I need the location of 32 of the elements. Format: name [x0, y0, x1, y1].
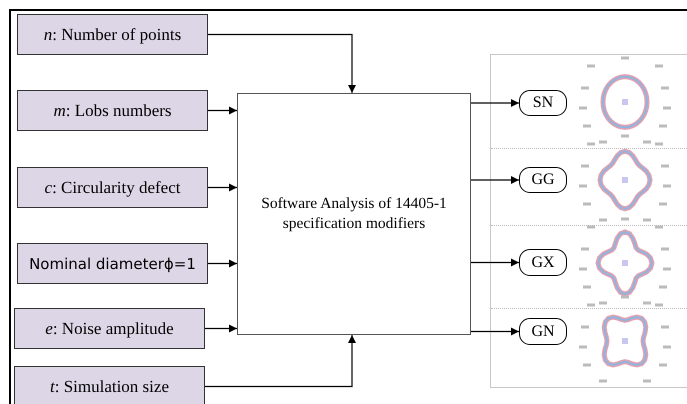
node-label: SN	[532, 94, 554, 112]
arrow	[471, 99, 519, 107]
arrow	[471, 176, 519, 184]
node-label: GX	[531, 254, 555, 272]
input-box	[14, 308, 205, 349]
input-box	[17, 167, 208, 208]
arrow	[471, 328, 519, 336]
arrow	[208, 106, 237, 114]
input-box	[14, 366, 205, 404]
node-label: m: Lobs numbers	[53, 100, 172, 120]
output-terminal	[519, 90, 567, 116]
process-box	[237, 93, 471, 335]
arrow	[208, 34, 356, 93]
output-terminal	[519, 167, 567, 193]
arrow	[208, 184, 237, 192]
arrow	[205, 335, 356, 388]
input-box	[17, 90, 208, 131]
arrow	[205, 324, 237, 332]
node-label: t: Simulation size	[50, 376, 169, 396]
arrow	[471, 258, 519, 266]
node-label: GG	[531, 171, 555, 189]
node-label: c: Circularity defect	[44, 178, 180, 198]
node-label: e: Noise amplitude	[45, 318, 174, 338]
output-terminal	[519, 249, 567, 276]
input-box	[17, 14, 208, 55]
output-terminal	[519, 318, 567, 345]
input-box	[17, 243, 208, 284]
node-label: Nominal diameterϕ=1	[29, 254, 196, 272]
arrow	[208, 260, 237, 268]
node-label: GN	[531, 322, 555, 340]
node-label: n: Number of points	[44, 24, 182, 44]
node-label: Software Analysis of 14405-1 specification modifiers	[260, 194, 448, 234]
